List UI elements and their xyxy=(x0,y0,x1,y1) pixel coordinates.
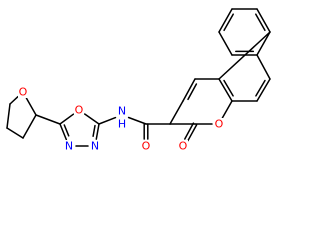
double-bond xyxy=(184,122,195,140)
atom-label-n: N xyxy=(91,140,99,153)
single-bond xyxy=(218,31,233,56)
single-bond xyxy=(25,97,37,116)
atom-label-background xyxy=(18,86,28,98)
double-bond xyxy=(256,78,271,102)
double-bond xyxy=(255,79,266,97)
single-bond xyxy=(127,116,147,125)
atom-label-o: O xyxy=(75,104,84,117)
atom-label-background xyxy=(117,118,127,130)
atom-label-background xyxy=(117,105,127,117)
double-bond xyxy=(182,78,196,102)
double-bond xyxy=(63,124,70,137)
single-bond xyxy=(6,127,24,139)
single-bond xyxy=(35,114,61,125)
single-bond xyxy=(221,100,233,119)
single-bond xyxy=(169,100,184,125)
double-bond xyxy=(256,8,271,33)
single-bond xyxy=(218,31,271,80)
double-bond xyxy=(59,123,68,141)
single-bond xyxy=(83,113,100,125)
double-bond xyxy=(218,78,233,102)
atom-label-background xyxy=(178,140,188,152)
atom-label-background xyxy=(214,118,224,130)
bonds-layer xyxy=(6,8,271,147)
single-bond xyxy=(256,31,271,56)
atom-label-h: H xyxy=(118,118,126,131)
single-bond xyxy=(256,54,271,80)
atom-label-o: O xyxy=(19,86,28,99)
double-bond xyxy=(187,124,198,142)
atom-label-n: N xyxy=(65,140,73,153)
atom-label-background xyxy=(141,140,151,152)
double-bond xyxy=(223,79,234,97)
double-bond xyxy=(92,124,96,137)
atom-label-background xyxy=(74,104,84,116)
single-bond xyxy=(59,113,75,125)
atom-label-o: O xyxy=(179,140,188,153)
single-bond xyxy=(9,95,19,105)
single-bond xyxy=(6,103,11,129)
atom-label-background xyxy=(64,140,74,152)
atom-label-o: O xyxy=(215,118,224,131)
double-bond xyxy=(255,13,266,32)
atom-label-n: N xyxy=(118,105,126,118)
single-bond xyxy=(98,116,117,125)
single-bond xyxy=(22,114,37,139)
double-bond xyxy=(187,83,198,101)
double-bond xyxy=(95,123,100,140)
double-bond xyxy=(223,13,234,32)
atom-label-background xyxy=(90,140,100,152)
double-bond xyxy=(218,8,233,33)
atom-label-o: O xyxy=(142,140,151,153)
